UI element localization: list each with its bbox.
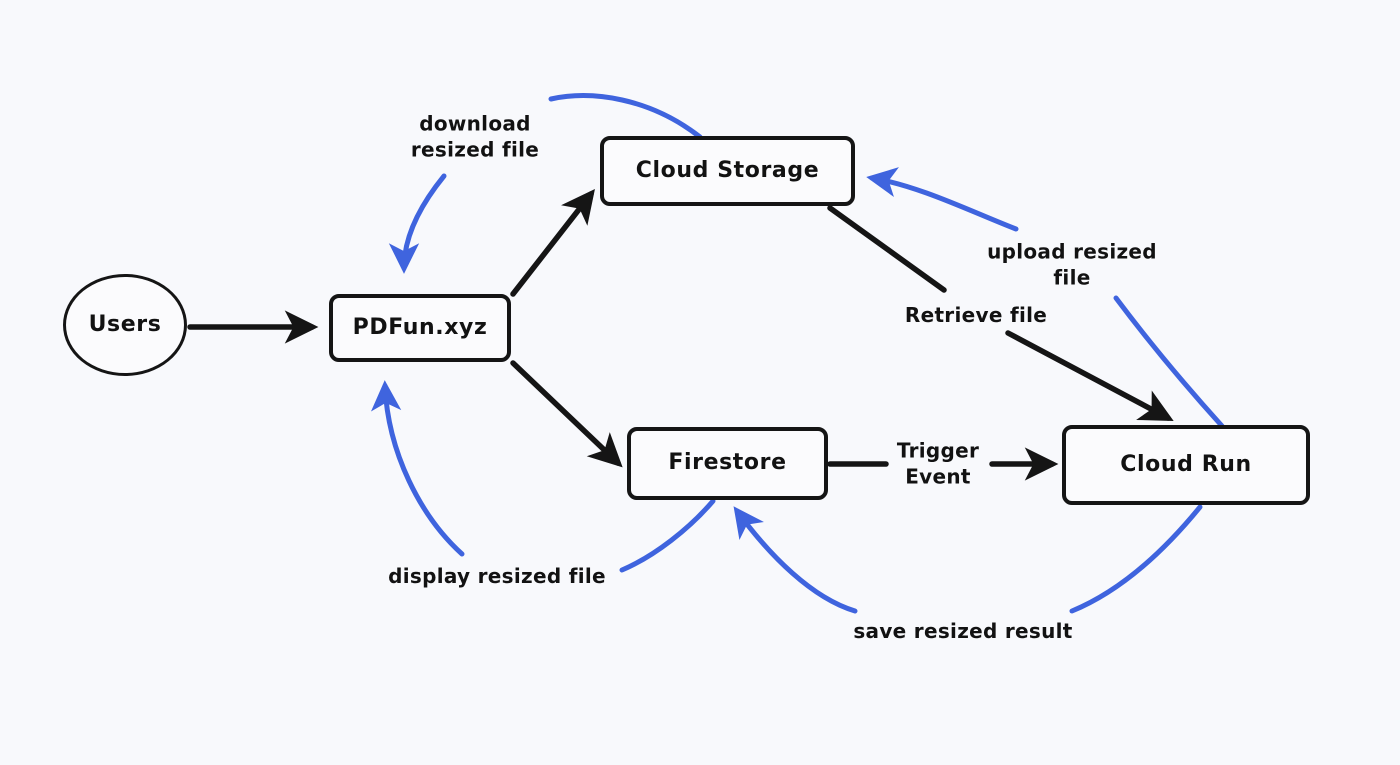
edge-cloud-run-to-cloud-storage-seg2 [866,167,1019,232]
edge-cloud-storage-to-pdfun-seg2 [388,173,447,274]
edge-label-upload-resized-file: upload resized file [983,237,1161,293]
edge-label-display-resized-file: display resized file [384,561,610,591]
node-cloud-storage[interactable]: Cloud Storage [600,136,855,206]
edge-cloud-run-to-firestore-seg1 [1069,504,1203,614]
node-cloud-storage-label: Cloud Storage [635,157,820,183]
node-pdfun-label: PDFun.xyz [352,314,488,340]
edge-cloud-storage-to-cloud-run-seg2 [1005,330,1174,422]
edge-label-save-resized-result: save resized result [849,616,1077,646]
node-cloud-run[interactable]: Cloud Run [1062,425,1310,505]
edge-label-trigger-event: Trigger Event [892,436,984,492]
node-users-label: Users [88,311,162,337]
edge-cloud-storage-to-pdfun-seg1 [548,93,703,140]
edge-pdfun-to-cloud-storage [510,188,595,297]
edge-label-download-resized-file: download resized file [406,109,544,165]
node-firestore-label: Firestore [668,450,787,476]
edge-cloud-run-to-firestore-seg2 [733,506,858,614]
edge-label-retrieve-file: Retrieve file [900,300,1052,330]
node-firestore[interactable]: Firestore [627,427,828,500]
node-pdfun[interactable]: PDFun.xyz [329,294,511,362]
edge-cloud-storage-to-cloud-run-seg1 [827,205,947,293]
edge-cloud-run-to-cloud-storage-seg1 [1113,295,1225,429]
edge-firestore-to-pdfun-seg2 [370,380,465,557]
edge-firestore-to-pdfun-seg1 [619,498,716,573]
edge-pdfun-to-firestore [510,360,623,468]
node-cloud-run-label: Cloud Run [1120,451,1252,477]
node-users[interactable]: Users [63,274,187,376]
